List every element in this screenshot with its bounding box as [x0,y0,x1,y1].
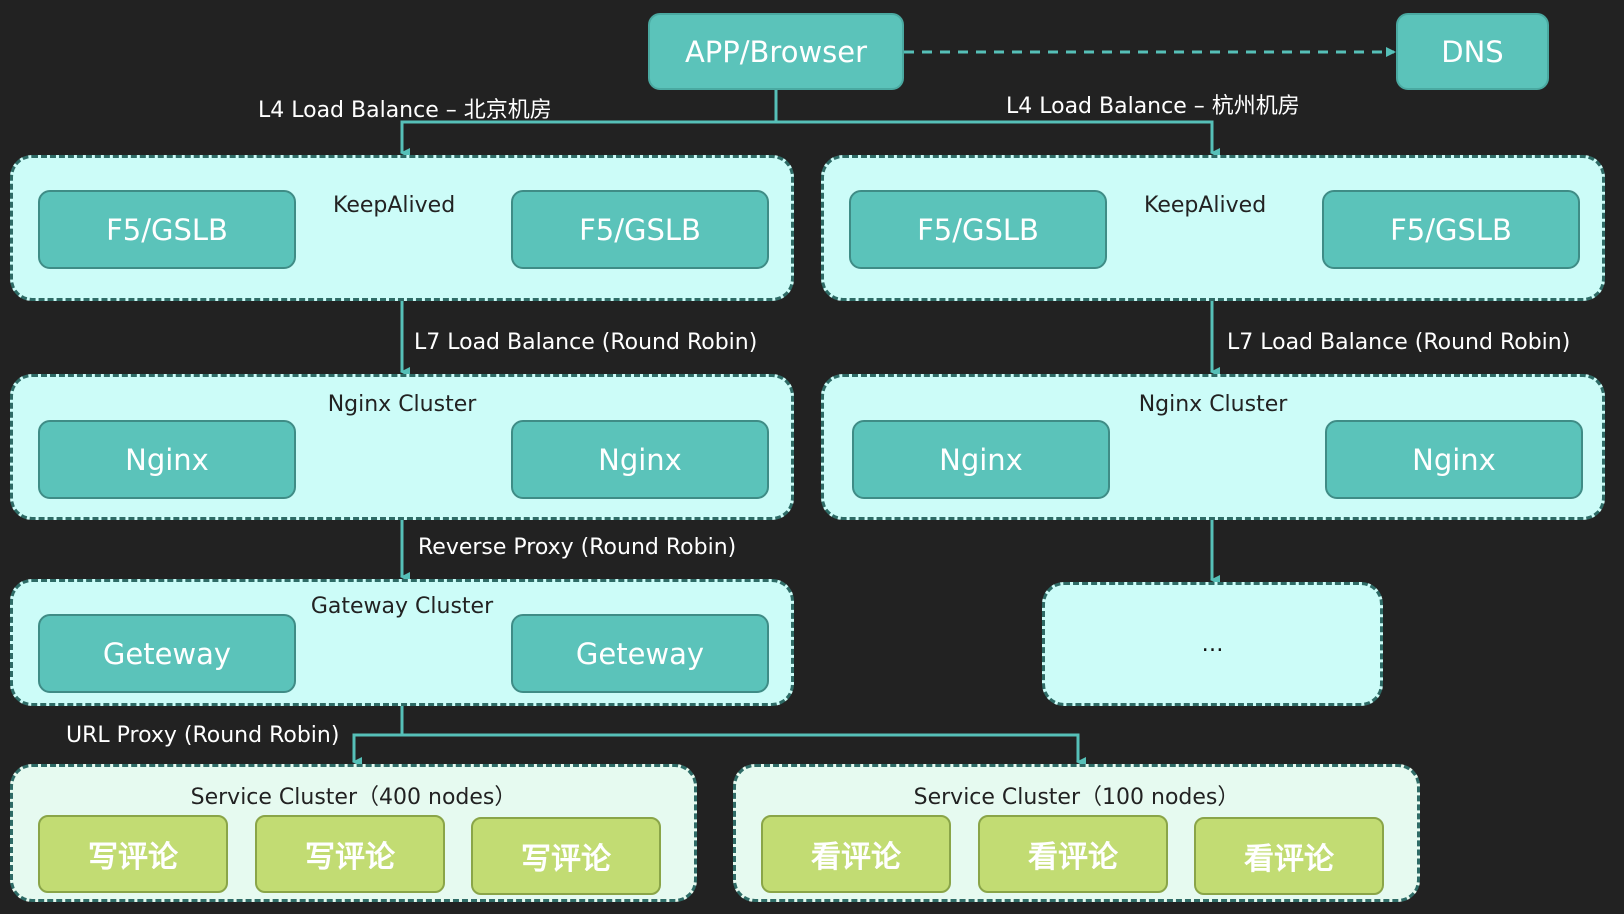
write-comment-label: 写评论 [305,840,395,875]
read-comment-node[interactable]: 看评论 [1194,817,1384,895]
l4-beijing-label: L4 Load Balance – 北京机房 [258,98,552,123]
url-proxy-read-edge [402,733,1086,767]
nginx-node[interactable]: Nginx [511,420,769,499]
gateway-node[interactable]: Geteway [38,614,296,693]
nginx-node[interactable]: Nginx [1325,420,1583,499]
reverse-proxy-label: Reverse Proxy (Round Robin) [418,535,737,560]
f5-gslb-node[interactable]: F5/GSLB [849,190,1107,269]
url-proxy-label: URL Proxy (Round Robin) [66,723,340,748]
f5-gslb-node[interactable]: F5/GSLB [38,190,296,269]
write-comment-label: 写评论 [521,842,611,877]
hangzhou-lb-group: F5/GSLB F5/GSLB KeepAlived [821,155,1605,301]
l7-right-label: L7 Load Balance (Round Robin) [1227,330,1571,355]
write-service-cluster: Service Cluster（400 nodes） 写评论 写评论 写评论 [10,764,697,902]
keepalived-label: KeepAlived [1144,193,1267,218]
write-comment-node[interactable]: 写评论 [471,817,661,895]
gateway-node[interactable]: Geteway [511,614,769,693]
nginx-label: Nginx [125,442,209,477]
gateway-cluster-title: Gateway Cluster [310,594,494,619]
f5-gslb-label: F5/GSLB [106,212,228,247]
write-comment-node[interactable]: 写评论 [38,815,228,893]
beijing-nginx-group: Nginx Cluster Nginx Nginx [10,374,794,520]
nginx-label: Nginx [1412,442,1496,477]
dns-label: DNS [1441,34,1504,69]
read-service-cluster: Service Cluster（100 nodes） 看评论 看评论 看评论 [733,764,1420,902]
hangzhou-more-group: … [1042,582,1383,706]
hangzhou-nginx-group: Nginx Cluster Nginx Nginx [821,374,1605,520]
l4-hangzhou-edge [776,120,1220,158]
dns-node[interactable]: DNS [1396,13,1549,90]
nginx-node[interactable]: Nginx [38,420,296,499]
app-browser-label: APP/Browser [684,34,868,69]
ellipsis-label: … [1201,631,1224,657]
f5-gslb-node[interactable]: F5/GSLB [511,190,769,269]
nginx-cluster-title: Nginx Cluster [1138,392,1288,417]
nginx-label: Nginx [939,442,1023,477]
beijing-gateway-group: Gateway Cluster Geteway Geteway [10,579,794,706]
read-comment-label: 看评论 [811,840,901,875]
l4-split-edge [400,90,778,158]
app-browser-node[interactable]: APP/Browser [648,13,904,90]
keepalived-label: KeepAlived [333,193,456,218]
f5-gslb-label: F5/GSLB [579,212,701,247]
url-proxy-edge [352,706,404,767]
read-comment-node[interactable]: 看评论 [978,815,1168,893]
write-comment-label: 写评论 [88,840,178,875]
service-cluster-title: Service Cluster（100 nodes） [913,785,1240,810]
f5-gslb-label: F5/GSLB [1390,212,1512,247]
nginx-cluster-title: Nginx Cluster [327,392,477,417]
beijing-lb-group: F5/GSLB F5/GSLB KeepAlived [10,155,794,301]
f5-gslb-label: F5/GSLB [917,212,1039,247]
gateway-label: Geteway [575,636,705,671]
read-comment-label: 看评论 [1028,840,1118,875]
nginx-node[interactable]: Nginx [852,420,1110,499]
nginx-label: Nginx [598,442,682,477]
read-comment-label: 看评论 [1244,842,1334,877]
f5-gslb-node[interactable]: F5/GSLB [1322,190,1580,269]
service-cluster-title: Service Cluster（400 nodes） [190,785,517,810]
l7-left-label: L7 Load Balance (Round Robin) [414,330,758,355]
write-comment-node[interactable]: 写评论 [255,815,445,893]
l4-hangzhou-label: L4 Load Balance – 杭州机房 [1006,94,1300,119]
read-comment-node[interactable]: 看评论 [761,815,951,893]
gateway-label: Geteway [102,636,232,671]
